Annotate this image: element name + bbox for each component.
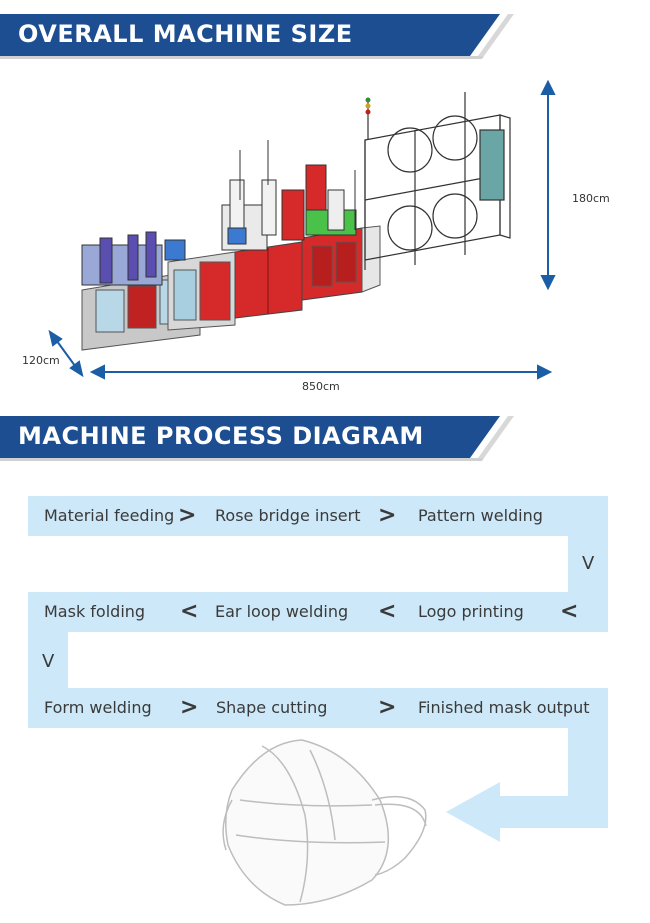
machine-illustration (48, 79, 556, 380)
machine-frame (364, 92, 511, 270)
right-arrow-icon: > (180, 695, 199, 720)
step-finished-mask-output: Finished mask output (418, 698, 590, 717)
length-label: 850cm (302, 380, 340, 393)
left-arrow-icon: < (378, 599, 397, 624)
banner-shape (0, 14, 514, 59)
right-arrow-icon: > (378, 695, 397, 720)
step-pattern-welding: Pattern welding (418, 506, 543, 525)
step-ear-loop-welding: Ear loop welding (215, 602, 349, 621)
left-arrow-icon: < (560, 599, 579, 624)
height-label: 180cm (572, 192, 610, 205)
step-shape-cutting: Shape cutting (216, 698, 328, 717)
step-mask-folding: Mask folding (44, 602, 146, 621)
right-arrow-icon: > (378, 503, 397, 528)
left-arrow-icon: < (180, 599, 199, 624)
step-rose-bridge-insert: Rose bridge insert (215, 506, 361, 525)
section-banner-process-diagram: MACHINE PROCESS DIAGRAM (0, 410, 520, 464)
depth-label: 120cm (22, 354, 60, 367)
step-form-welding: Form welding (44, 698, 152, 717)
step-material-feeding: Material feeding (44, 506, 175, 525)
down-arrow-icon: V (42, 651, 55, 672)
section-banner-machine-size: OVERALL MACHINE SIZE (0, 8, 520, 62)
down-arrow-icon: V (582, 553, 595, 574)
banner-shape (0, 416, 514, 461)
step-logo-printing: Logo printing (418, 602, 524, 621)
machine-top (81, 140, 357, 286)
section-title: OVERALL MACHINE SIZE (18, 20, 353, 48)
dimension-arrows (48, 79, 556, 380)
machine-cabinets (81, 225, 381, 351)
section-title: MACHINE PROCESS DIAGRAM (18, 422, 424, 450)
right-arrow-icon: > (178, 503, 197, 528)
